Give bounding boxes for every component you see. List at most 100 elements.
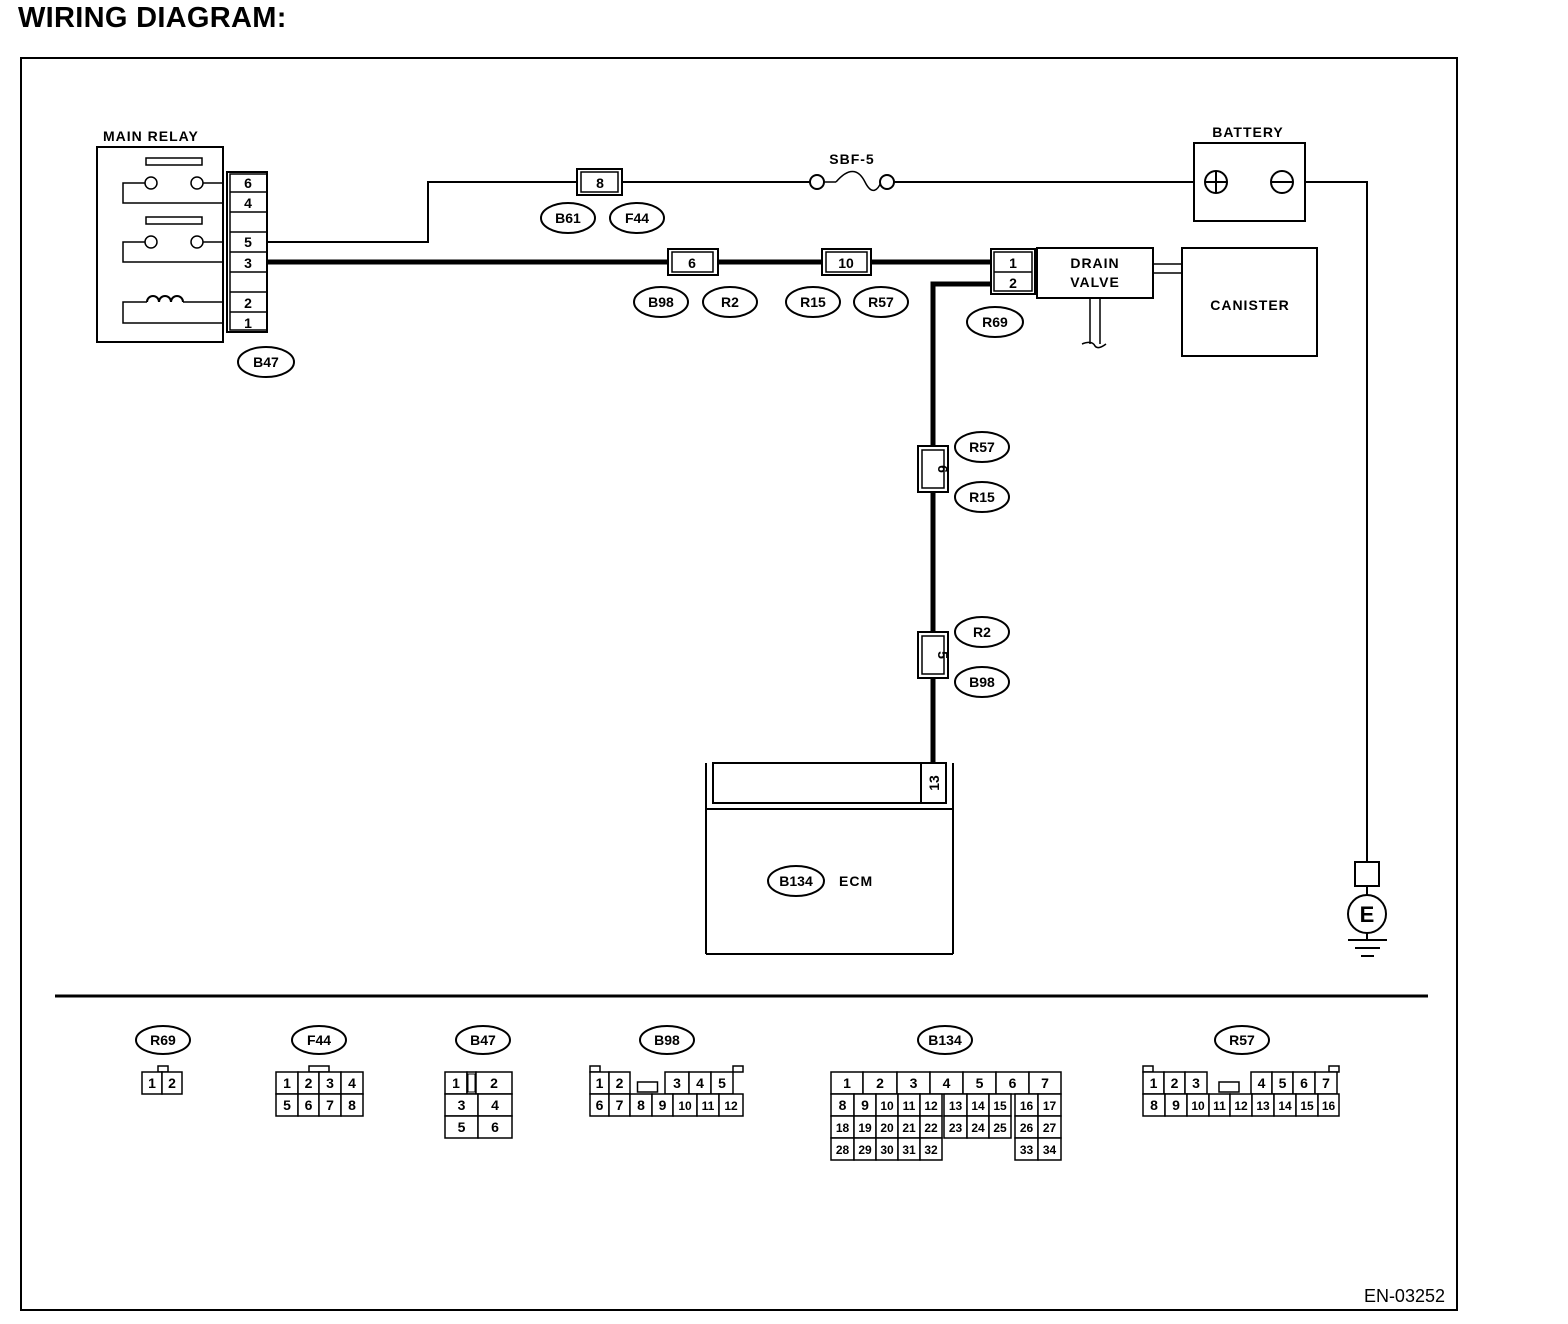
drain-valve-label: VALVE [1070,274,1120,290]
legend-pin: 2 [616,1075,624,1091]
legend-pin: 7 [1041,1075,1049,1091]
legend-pin: 1 [283,1075,291,1091]
connector-tag: R57 [853,286,909,318]
legend-pin: 13 [1256,1099,1270,1113]
legend-pin: 11 [702,1099,715,1113]
connector-tag: R57 [954,431,1010,463]
ecm-label: ECM [839,873,873,889]
legend-pin: 5 [458,1119,466,1135]
legend-pin: 13 [949,1099,963,1113]
legend-pin: 4 [1258,1075,1266,1091]
legend-pin: 25 [993,1121,1007,1135]
legend-pin: 24 [971,1121,985,1135]
svg-text:R2: R2 [721,294,739,310]
document-id: EN-03252 [1364,1286,1445,1306]
legend-pin: 14 [971,1099,985,1113]
svg-text:B134: B134 [779,873,813,889]
legend-pin: 22 [924,1121,938,1135]
relay-coil-icon [122,295,223,324]
legend-pin: 6 [305,1097,313,1113]
legend-pin: 21 [902,1121,916,1135]
legend-pin: 10 [678,1099,692,1113]
wires [267,181,1368,862]
legend-pin: 18 [836,1121,850,1135]
relay-pin: 3 [244,255,252,271]
page-title: WIRING DIAGRAM: [18,2,287,34]
legend-pin: 1 [148,1075,156,1091]
legend-pin: 10 [1191,1099,1205,1113]
main-relay: MAIN RELAY [96,128,295,378]
inline-connector: 6 [917,445,951,493]
legend-pin: 7 [616,1097,624,1113]
canister-label: CANISTER [1210,297,1290,313]
legend-pin: 19 [858,1121,872,1135]
drain-valve-label: DRAIN [1070,255,1119,271]
legend-connector-name: B47 [470,1032,496,1048]
inline-connector: 5 [917,631,951,679]
legend-pin: 4 [491,1097,499,1113]
connector-tag: R69 [966,306,1024,338]
connector-tag: R2 [954,616,1010,648]
legend-pin: 2 [490,1075,498,1091]
svg-text:5: 5 [935,651,951,659]
main-relay-label: MAIN RELAY [103,128,199,144]
legend-pin: 16 [1322,1099,1336,1113]
wire-relay-to-battery [267,181,580,243]
legend-pin: 1 [843,1075,851,1091]
svg-text:R2: R2 [973,624,991,640]
svg-text:R69: R69 [982,314,1008,330]
legend-pin: 3 [326,1075,334,1091]
diagram-frame [20,57,1458,1311]
battery: BATTERY [1193,124,1306,222]
connector-tag: B61 [540,202,596,234]
connector-tag: B134 [767,865,825,897]
legend-pin: 3 [673,1075,681,1091]
legend-pin: 23 [949,1121,963,1135]
relay-pin: 6 [244,175,252,191]
legend-pin: 12 [1234,1099,1248,1113]
wire-battery-to-ground [1295,181,1368,862]
battery-negative-icon [1270,170,1294,194]
ecm-pin: 13 [926,775,942,791]
wire-drain-valve-to-ecm [930,281,991,449]
legend-pin: 20 [880,1121,894,1135]
legend-pin: 1 [1150,1075,1158,1091]
legend-pin: 5 [718,1075,726,1091]
ecm: 13 B134 ECM [705,762,954,955]
svg-text:R15: R15 [800,294,826,310]
legend-pin: 15 [993,1099,1007,1113]
connector-tag: F44 [609,202,665,234]
svg-text:8: 8 [596,175,604,191]
legend-pin: 9 [861,1097,869,1113]
legend-pin: 26 [1020,1121,1034,1135]
legend-pin: 7 [326,1097,334,1113]
drain-valve: 1 2 DRAIN VALVE R69 [966,247,1182,349]
legend-pin: 1 [596,1075,604,1091]
ground-icon: E [1347,861,1387,957]
legend-pin: 3 [458,1097,466,1113]
svg-text:10: 10 [838,255,854,271]
legend-pin: 17 [1043,1099,1057,1113]
legend-pin: 30 [880,1143,894,1157]
legend-pin: 2 [1171,1075,1179,1091]
canister: CANISTER [1181,247,1318,357]
legend-pin: 34 [1043,1143,1057,1157]
drain-valve-pin: 2 [1009,275,1017,291]
svg-text:6: 6 [688,255,696,271]
connector-tag: B47 [237,346,295,378]
legend-pin: 33 [1020,1143,1034,1157]
legend-pin: 6 [1300,1075,1308,1091]
battery-label: BATTERY [1212,124,1284,140]
svg-text:F44: F44 [625,210,649,226]
legend-connector-name: B98 [654,1032,680,1048]
inline-connector: 8 [576,168,623,196]
legend-pin: 32 [924,1143,938,1157]
drain-valve-pin: 1 [1009,255,1017,271]
legend-pin: 12 [924,1099,938,1113]
